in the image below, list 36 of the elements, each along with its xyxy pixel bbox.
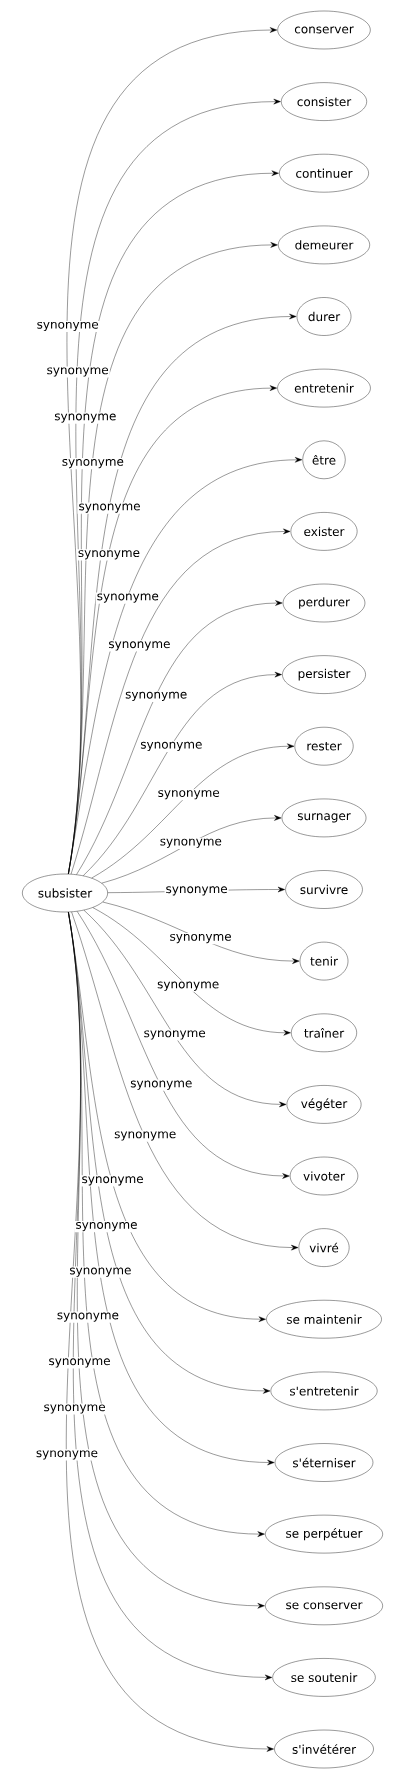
edge-label: synonyme [76,1222,137,1232]
arrow [92,907,291,1036]
edge-label: synonyme [97,593,159,603]
edge-label: synonyme [36,1450,98,1460]
edge-label: synonyme [166,886,227,896]
edge-label: synonyme [54,413,116,423]
edge-label: synonyme [82,1176,143,1186]
arrow [83,671,282,876]
arrow [83,910,287,1108]
edge-label: synonyme [49,1358,110,1368]
arrow [102,901,300,964]
edge-label: synonyme [57,1312,119,1322]
edge-label: synonyme [160,838,222,848]
arrow [68,457,303,875]
edge-label: synonyme [157,981,219,991]
edge-label: synonyme [62,459,124,469]
edge-label: synonyme [78,550,140,560]
edge-label: synonyme [140,741,202,752]
edge-label: synonyme [44,1404,105,1414]
edge-label: synonyme [158,790,220,800]
arrow [77,911,290,1179]
arrow [71,911,299,1251]
edge-label: synonyme [79,503,140,513]
arrow [91,743,295,879]
edge-label: synonyme [37,321,99,332]
arrow [70,528,291,875]
edge-label: synonyme [125,691,187,701]
edge-label: synonyme [47,367,109,377]
edge-label: synonyme [114,1131,176,1141]
edge-label: synonyme [70,1267,131,1277]
arrow [101,815,282,884]
edge-label: synonyme [170,933,231,944]
edge-label: synonyme [144,1030,206,1040]
edge-label: synonyme [109,641,170,651]
arrow [76,600,283,875]
edge-label: synonyme [130,1080,192,1090]
